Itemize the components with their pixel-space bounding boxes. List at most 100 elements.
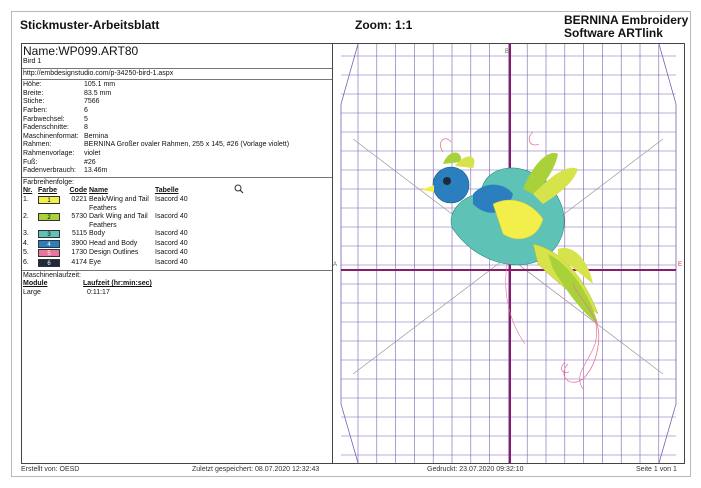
hoop-grid-preview: B A E [333, 43, 682, 464]
design-url[interactable]: http://embdesignstudio.com/p-34250-bird-… [23, 69, 174, 77]
col-code: Code [69, 187, 88, 195]
property-key: Farbwechsel: [23, 115, 65, 123]
brand-label: BERNINA Embroidery Software ARTlink [564, 14, 688, 40]
runtime-header: Module Laufzeit (hr:min:sec) [22, 280, 332, 289]
magnifier-icon[interactable] [234, 184, 244, 196]
worksheet-title: Stickmuster-Arbeitsblatt [20, 18, 160, 32]
design-property-row: Höhe: 105.1 mm [22, 81, 332, 90]
runtime-col-module: Module [23, 280, 48, 288]
worksheet-footer: Erstellt von: OESD Zuletzt gespeichert: … [12, 466, 690, 476]
color-swatch: 1 [38, 195, 60, 204]
brand-line-2: Software ARTlink [564, 26, 663, 40]
color-name: Body [89, 230, 105, 238]
property-value: 83.5 mm [84, 89, 112, 97]
axis-label-top: B [505, 49, 509, 55]
design-subtitle: Bird 1 [23, 58, 42, 65]
design-property-row: Maschinenformat: Bernina [22, 133, 332, 142]
design-info-panel: Name:WP099.ART80 Bird 1 http://embdesign… [22, 44, 333, 463]
property-value: violet [84, 149, 101, 157]
property-value: Bernina [84, 132, 109, 140]
brand-line-1: BERNINA Embroidery [564, 13, 689, 27]
property-key: Breite: [23, 89, 44, 97]
color-table: Isacord 40 [155, 249, 188, 257]
color-name: Beak/Wing and Tail Feathers [89, 195, 149, 212]
design-property-row: Fadenschnitte:8 [22, 124, 332, 133]
color-swatch-cell: 1 [38, 195, 65, 206]
col-tabelle: Tabelle [155, 187, 179, 195]
color-swatch-cell: 5 [38, 249, 65, 259]
runtime-row: Large 0:11:17 [22, 289, 332, 298]
color-name: Dark Wing and Tail Feathers [89, 213, 148, 229]
axis-label-right: E [678, 262, 682, 268]
color-code: 5730 [71, 213, 87, 221]
bird-embroidery [421, 131, 600, 390]
runtime-title: Maschinenlaufzeit: [23, 271, 81, 279]
footer-saved: Zuletzt gespeichert: 08.07.2020 12:32:43 [192, 466, 320, 473]
color-code: 4174 [71, 259, 87, 267]
property-key: Farben: [23, 106, 48, 114]
color-swatch-cell: 6 [38, 259, 65, 269]
color-table: Isacord 40 [155, 239, 188, 247]
property-value: 105.1 mm [84, 81, 116, 89]
property-value: 6 [84, 106, 88, 114]
color-swatch: 3 [38, 230, 60, 239]
color-sequence-title: Farbreihenfolge: [23, 178, 74, 186]
col-name: Name [89, 187, 109, 195]
color-code: 1730 [71, 249, 87, 257]
color-nr: 3. [23, 230, 29, 238]
property-key: Rahmenvorlage: [23, 149, 75, 157]
runtime-time: 0:11:17 [87, 288, 110, 296]
design-property-row: Rahmenvorlage: violet [22, 150, 332, 159]
design-property-row: Fadenverbrauch:13.46m [22, 167, 332, 176]
col-farbe: Farbe [38, 187, 58, 195]
design-property-row: Rahmen:BERNINA Großer ovaler Rahmen, 255… [22, 141, 332, 150]
col-nr: Nr. [23, 187, 33, 195]
footer-created: Erstellt von: OESD [21, 466, 80, 473]
color-table: Isacord 40 [155, 230, 188, 238]
design-property-row: Farben: 6 [22, 107, 332, 116]
color-name: Head and Body [89, 239, 138, 247]
color-nr: 1. [23, 195, 29, 203]
property-key: Rahmen: [23, 141, 52, 149]
color-code: 5115 [71, 230, 87, 238]
design-property-row: Fuß:#26 [22, 159, 332, 168]
design-preview: B A E [333, 43, 684, 464]
property-key: Fadenschnitte: [23, 124, 69, 132]
color-swatch: 2 [38, 213, 60, 222]
color-swatch: 6 [38, 259, 60, 268]
footer-page: Seite 1 von 1 [636, 466, 677, 473]
color-nr: 5. [23, 249, 29, 257]
zoom-label: Zoom: 1:1 [355, 18, 413, 32]
design-property-row: Breite: 83.5 mm [22, 90, 332, 99]
color-name: Design Outlines [89, 249, 139, 257]
property-value: 13.46m [84, 167, 108, 175]
footer-printed: Gedruckt: 23.07.2020 09:32:10 [427, 466, 524, 473]
color-code: 3900 [71, 239, 87, 247]
color-code: 0221 [71, 195, 87, 203]
color-nr: 6. [23, 259, 29, 267]
property-key: Stiche: [23, 98, 45, 106]
color-name: Eye [89, 259, 102, 267]
property-key: Maschinenformat: [23, 132, 79, 140]
worksheet-page: Stickmuster-Arbeitsblatt Zoom: 1:1 BERNI… [11, 11, 691, 477]
design-property-row: Stiche: 7566 [22, 98, 332, 107]
color-swatch-cell: 3 [38, 230, 65, 240]
worksheet-frame: Name:WP099.ART80 Bird 1 http://embdesign… [21, 43, 685, 464]
property-key: Höhe: [23, 81, 42, 89]
color-nr: 2. [23, 213, 29, 221]
worksheet-header: Stickmuster-Arbeitsblatt Zoom: 1:1 BERNI… [12, 12, 690, 42]
color-table: Isacord 40 [155, 195, 188, 203]
property-value: 7566 [84, 98, 100, 106]
design-property-row: Farbwechsel: 5 [22, 116, 332, 125]
axis-label-left: A [333, 262, 337, 268]
color-nr: 4. [23, 239, 29, 247]
property-value: 5 [84, 115, 88, 123]
color-swatch: 5 [38, 249, 60, 258]
